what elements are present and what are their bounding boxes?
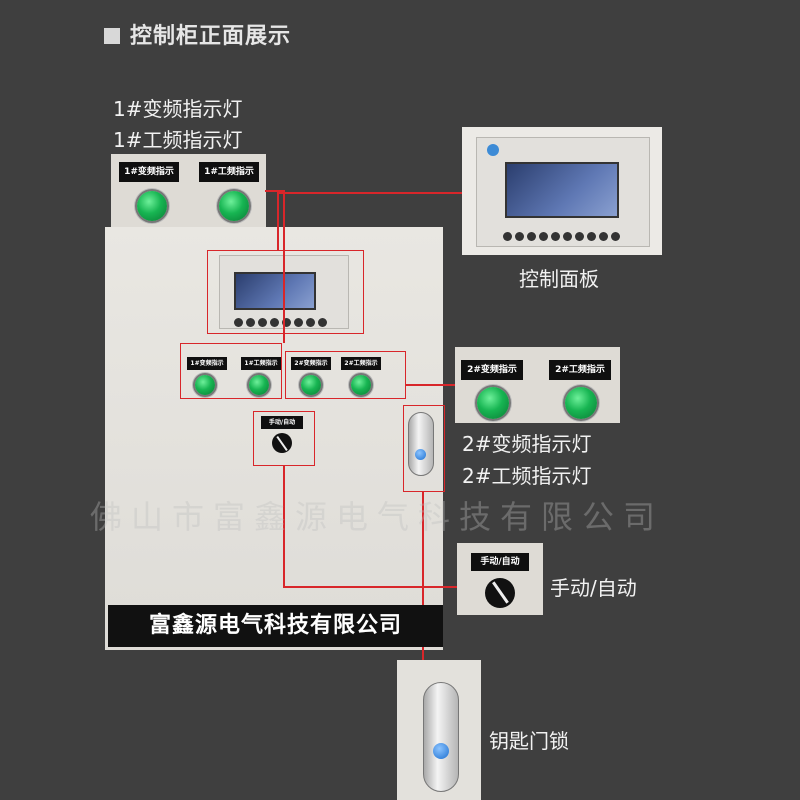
selector-knob-icon (485, 578, 515, 608)
inset-control-panel (462, 127, 662, 255)
callout-pf2: 2#工频指示灯 (462, 464, 592, 488)
callout-pf1: 1#工频指示灯 (113, 128, 243, 152)
callout-vf2: 2#变频指示灯 (462, 432, 592, 456)
leader-line-lock (422, 492, 424, 660)
company-plate: 富鑫源电气科技有限公司 (108, 605, 443, 647)
highlight-lock (403, 405, 445, 492)
cabinet-vf1-lamp-icon (195, 375, 215, 395)
cabinet-plate-pf1: 1#工频指示 (241, 357, 281, 370)
leader-line-selector-b (283, 586, 457, 588)
leader-line-panel-a (277, 192, 462, 194)
panel-buttons (503, 226, 643, 245)
vf1-lamp-icon (137, 191, 167, 221)
cabinet-plate-manual-auto: 手动/自动 (261, 416, 303, 429)
callout-control-panel: 控制面板 (519, 267, 599, 291)
highlight-selector (253, 411, 315, 466)
square-bullet-icon (104, 28, 120, 44)
inset-door-lock (397, 660, 481, 800)
plate-vf2: 2#变频指示 (461, 360, 523, 380)
cabinet-pf1-lamp-icon (249, 375, 269, 395)
panel-logo-icon (487, 144, 499, 156)
leader-line-lamps1-b (283, 190, 285, 343)
leader-line-lamps1-a (265, 190, 285, 192)
watermark: 佛山市富鑫源电气科技有限公司 (90, 498, 665, 536)
cabinet-pf2-lamp-icon (351, 375, 371, 395)
panel-lcd-screen (505, 162, 619, 218)
cabinet-plate-vf2: 2#变频指示 (291, 357, 331, 370)
inset-selector: 手动/自动 (457, 543, 543, 615)
plate-manual-auto: 手动/自动 (471, 553, 529, 571)
cabinet-lcd-screen (234, 272, 316, 310)
leader-line-selector-a (283, 466, 285, 588)
cabinet-plate-vf1: 1#变频指示 (187, 357, 227, 370)
cabinet-panel-buttons (234, 312, 354, 331)
inset-lamps-1: 1#变频指示 1#工频指示 (111, 154, 266, 228)
highlight-control-panel (207, 250, 364, 334)
callout-vf1: 1#变频指示灯 (113, 97, 243, 121)
pf1-lamp-icon (219, 191, 249, 221)
leader-line-lamps2 (406, 384, 456, 386)
cabinet-door-lock-icon (408, 412, 434, 476)
inset-lamps-2: 2#变频指示 2#工频指示 (455, 347, 620, 423)
lock-button-icon (433, 743, 449, 759)
leader-line-panel-b (277, 192, 279, 250)
plate-pf1: 1#工频指示 (199, 162, 259, 182)
plate-pf2: 2#工频指示 (549, 360, 611, 380)
highlight-lamps-2 (285, 351, 406, 399)
vf2-lamp-icon (477, 387, 509, 419)
control-panel-face (476, 137, 650, 247)
cabinet-selector-knob-icon (272, 433, 292, 453)
cabinet-vf2-lamp-icon (301, 375, 321, 395)
page-title: 控制柜正面展示 (104, 18, 291, 50)
callout-door-lock: 钥匙门锁 (489, 729, 569, 753)
cabinet-lock-button-icon (415, 449, 426, 460)
pf2-lamp-icon (565, 387, 597, 419)
highlight-lamps-1 (180, 343, 282, 399)
plate-vf1: 1#变频指示 (119, 162, 179, 182)
callout-manual-auto: 手动/自动 (550, 576, 637, 600)
page-title-text: 控制柜正面展示 (130, 24, 292, 49)
control-cabinet: 1#变频指示 1#工频指示 2#变频指示 2#工频指示 手动/自动 (105, 227, 443, 650)
door-lock-icon (423, 682, 459, 792)
cabinet-plate-pf2: 2#工频指示 (341, 357, 381, 370)
